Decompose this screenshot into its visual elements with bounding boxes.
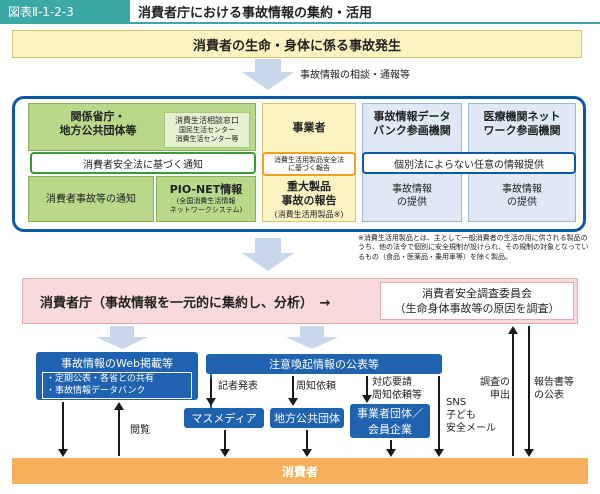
databank-title: 事故情報データ バンク参画機関 bbox=[373, 110, 451, 138]
arrow-stem-web bbox=[110, 326, 134, 338]
local-request-line bbox=[292, 376, 294, 398]
consultation-window-label: 消費生活相談窓口 bbox=[175, 116, 239, 125]
press-line bbox=[210, 378, 212, 398]
media-to-consumer-line bbox=[224, 430, 226, 450]
voluntary-info-band: 個別法によらない任意の情報提供 bbox=[362, 152, 576, 174]
notice-request-label: 周知依頼 bbox=[296, 381, 336, 392]
pionet-subtitle: (全国消費生活情報 ネットワークシステム) bbox=[169, 197, 243, 214]
web-publication-box: 事故情報のWeb掲載等 ・定期公表・各省との共有 ・事故情報データバンク bbox=[36, 352, 198, 400]
figure-number: 図表Ⅱ-1-2-3 bbox=[0, 0, 130, 22]
medical-provision: 事故情報 の提供 bbox=[502, 184, 542, 208]
investigation-request-line bbox=[512, 334, 514, 456]
consumer-product-note: (消費生活用製品※) bbox=[274, 209, 344, 219]
safety-act-notice-band: 消費者安全法に基づく通知 bbox=[30, 152, 256, 174]
arrow-head-icon bbox=[220, 449, 230, 457]
down-arrow-icon bbox=[242, 72, 294, 90]
report-publication-line bbox=[528, 326, 530, 450]
product-safety-act-band: 消費生活用製品安全法 に基づく報告 bbox=[262, 152, 356, 176]
incident-banner: 消費者の生命・身体に係る事故発生 bbox=[12, 30, 582, 58]
arrow-head-icon bbox=[206, 398, 216, 406]
consumer-centers-label: 国民生活センター 消費生活センター等 bbox=[175, 126, 239, 143]
arrow-head-icon bbox=[302, 449, 312, 457]
browse-line bbox=[118, 410, 120, 456]
consultation-note: 事故情報の相談・通報等 bbox=[300, 70, 410, 81]
groups-to-consumer-line bbox=[390, 440, 392, 450]
header-divider bbox=[0, 22, 600, 24]
arrow-head-icon bbox=[58, 449, 68, 457]
figure-title: 消費者庁における事故情報の集約・活用 bbox=[138, 5, 373, 21]
business-title: 事業者 bbox=[292, 120, 326, 134]
consumer-incident-notice: 消費者事故等の通知 bbox=[46, 193, 136, 205]
arrow-head-icon bbox=[508, 326, 518, 334]
down-arrow-icon bbox=[286, 337, 338, 349]
arrow-head-icon bbox=[114, 402, 124, 410]
sns-mail-label: SNS 子ども 安全メール bbox=[446, 397, 496, 434]
local-government-box: 地方公共団体 bbox=[270, 408, 344, 428]
investigation-request-label: 調査の 申出 bbox=[480, 377, 510, 401]
web-publication-items: ・定期公表・各省との共有 ・事故情報データバンク bbox=[42, 372, 192, 400]
local-to-consumer-line bbox=[306, 430, 308, 450]
browse-label: 閲覧 bbox=[130, 425, 150, 436]
arrow-head-icon bbox=[524, 449, 534, 457]
medical-title: 医療機関ネット ワーク参画機関 bbox=[483, 110, 561, 138]
down-arrow-icon bbox=[96, 337, 148, 349]
consumer-consultation-box: 消費生活相談窓口 国民生活センター 消費生活センター等 bbox=[164, 112, 250, 148]
arrow-stem-warning bbox=[300, 326, 324, 338]
response-request-label: 対応要請 周知依頼等 bbox=[372, 377, 422, 401]
agency-summary: 消費者庁（事故情報を一元的に集約し、分析） → bbox=[40, 296, 331, 311]
serious-accident-label: 重大製品 事故の報告 bbox=[281, 180, 337, 208]
safety-investigation-committee: 消費者安全調査委員会 （生命身体事故等の原因を調査） bbox=[380, 282, 574, 320]
notification-box: 消費者事故等の通知 bbox=[28, 176, 154, 222]
pionet-title: PIO-NET情報 bbox=[169, 183, 243, 196]
mass-media-box: マスメディア bbox=[184, 408, 264, 428]
pionet-box: PIO-NET情報 (全国消費生活情報 ネットワークシステム) bbox=[156, 176, 256, 222]
arrow-head-icon bbox=[288, 398, 298, 406]
product-footnote: ※消費生活用製品とは、主として一般消費者の生活の用に供される製品のうち、他の法令… bbox=[358, 234, 589, 261]
business-groups-box: 事業者団体／ 会員企業 bbox=[350, 404, 430, 438]
sns-line bbox=[438, 376, 440, 450]
arrow-head-icon bbox=[386, 449, 396, 457]
arrow-head-icon bbox=[362, 395, 372, 403]
serious-accident-report: 重大製品 事故の報告 (消費生活用製品※) bbox=[262, 180, 356, 220]
arrow-stem-mid bbox=[255, 238, 281, 254]
warning-publication-box: 注意喚起情報の公表等 bbox=[206, 354, 442, 374]
arrow-stem-top bbox=[255, 59, 281, 73]
ministries-title: 関係省庁・ 地方公共団体等 bbox=[59, 110, 137, 138]
consumers-bar: 消費者 bbox=[12, 458, 588, 484]
information-sources-frame bbox=[12, 96, 586, 232]
down-arrow-icon bbox=[242, 253, 294, 271]
report-publication-label: 報告書等 の公表 bbox=[534, 377, 574, 401]
groups-request-line bbox=[366, 376, 368, 396]
web-to-consumer-line bbox=[62, 402, 64, 450]
arrow-head-icon bbox=[434, 449, 444, 457]
web-publication-title: 事故情報のWeb掲載等 bbox=[61, 357, 173, 370]
press-release-label: 記者発表 bbox=[218, 381, 258, 392]
databank-provision: 事故情報 の提供 bbox=[392, 184, 432, 208]
